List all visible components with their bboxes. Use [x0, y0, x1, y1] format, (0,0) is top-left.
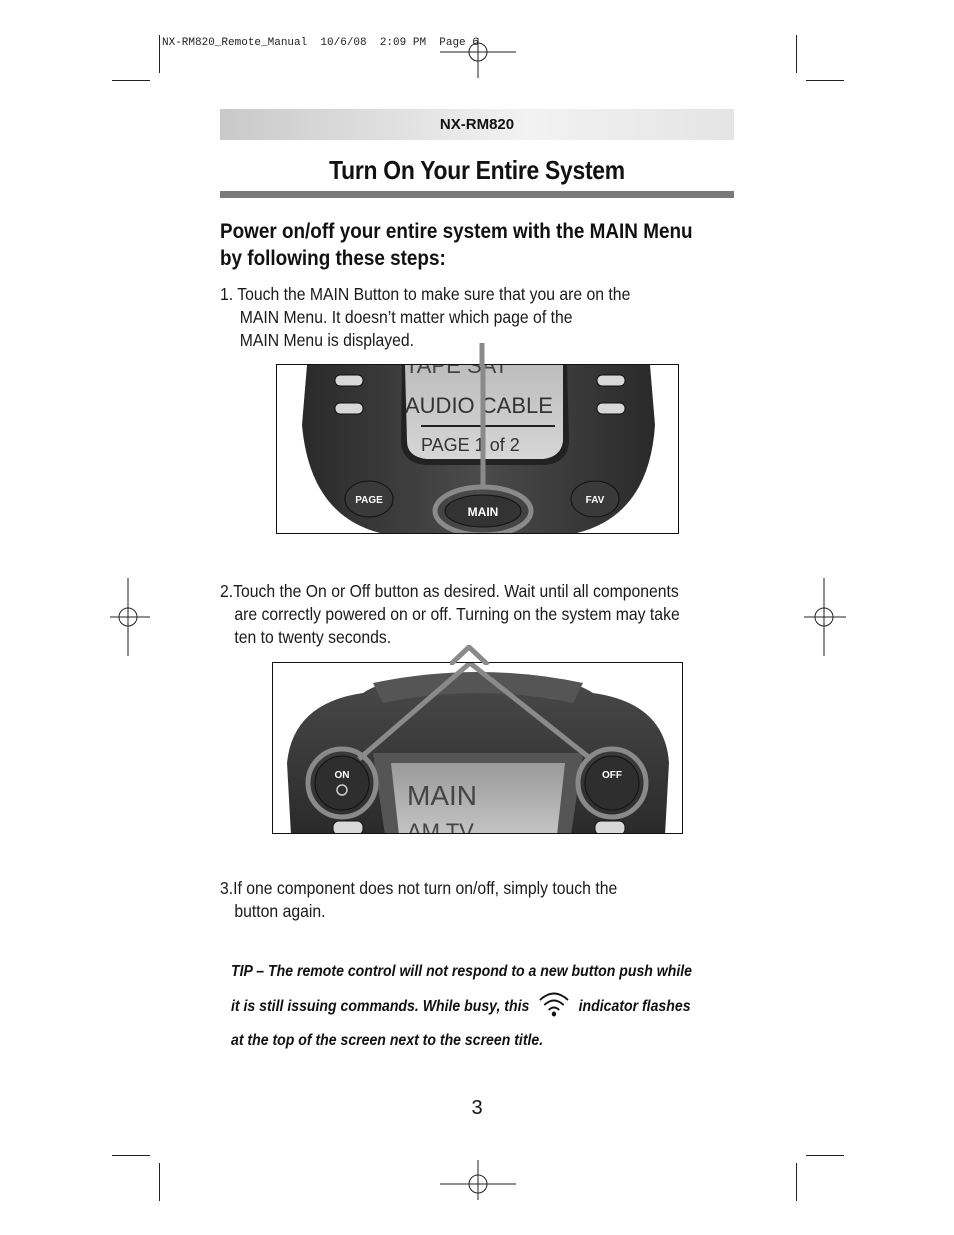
- highlight-ring: [575, 746, 649, 820]
- lcd-text: PAGE 1 of 2: [421, 435, 520, 455]
- side-button: [594, 820, 626, 833]
- tip-text-line: it is still issuing commands. While busy…: [231, 990, 724, 1025]
- crop-mark: [796, 35, 797, 73]
- crop-mark: [112, 1155, 150, 1156]
- step-text: button again.: [234, 901, 326, 921]
- step-3: 3.If one component does not turn on/off,…: [220, 877, 617, 923]
- lcd-title: MAIN: [407, 780, 477, 811]
- highlight-ring: [305, 746, 379, 820]
- main-button: [444, 494, 522, 528]
- registration-mark: [110, 578, 150, 656]
- step-text: are correctly powered on or off. Turning…: [234, 604, 680, 624]
- model-header-bar: NX-RM820: [220, 109, 734, 140]
- page-button-label: PAGE: [355, 495, 383, 506]
- lcd-text: AUDIO CABLE: [405, 393, 553, 418]
- step-text: MAIN Menu. It doesn’t matter which page …: [239, 307, 573, 327]
- registration-mark: [440, 1160, 516, 1200]
- power-icon: [336, 784, 348, 796]
- title-rule: [220, 191, 734, 198]
- side-button: [596, 374, 626, 387]
- model-label: NX-RM820: [439, 116, 515, 133]
- main-button-label: MAIN: [468, 505, 499, 519]
- side-button: [332, 820, 364, 833]
- tip-note: TIP – The remote control will not respon…: [231, 955, 724, 1059]
- callout-line: [450, 645, 490, 665]
- tip-text: at the top of the screen next to the scr…: [231, 1032, 544, 1049]
- registration-mark: [440, 38, 516, 78]
- registration-mark: [804, 578, 846, 656]
- tip-text: indicator flashes: [578, 997, 691, 1015]
- tip-text: TIP – The remote control will not respon…: [231, 963, 693, 980]
- subheading-line: by following these steps:: [220, 247, 446, 270]
- on-button: [314, 755, 370, 811]
- lcd-screen: [391, 763, 565, 833]
- crop-mark: [112, 80, 150, 81]
- remote-photo-main-button: TAPE SAT AUDIO CABLE PAGE 1 of 2 PAGE FA…: [276, 364, 679, 534]
- callout-line: [468, 663, 593, 761]
- lcd-text: TAPE SAT: [405, 365, 508, 378]
- step-text: 2.Touch the On or Off button as desired.…: [220, 581, 679, 601]
- callout-line: [479, 343, 485, 366]
- crop-mark: [806, 1155, 844, 1156]
- remote-photo-on-off-buttons: MAIN AM TV ON OFF: [272, 662, 683, 834]
- crop-mark: [159, 1163, 160, 1201]
- callout-line: [357, 663, 472, 761]
- side-button: [334, 374, 364, 387]
- fav-button-label: FAV: [586, 495, 605, 506]
- step-2: 2.Touch the On or Off button as desired.…: [220, 580, 680, 649]
- print-slug: NX-RM820_Remote_Manual 10/6/08 2:09 PM P…: [162, 37, 479, 49]
- tip-text: it is still issuing commands. While busy…: [231, 997, 530, 1015]
- page-number: 3: [471, 1097, 483, 1119]
- subheading-line: Power on/off your entire system with the…: [220, 220, 693, 243]
- fav-button: [570, 480, 620, 518]
- side-button: [334, 402, 364, 415]
- crop-mark: [796, 1163, 797, 1201]
- step-text: 1. Touch the MAIN Button to make sure th…: [220, 284, 631, 304]
- page-title: Turn On Your Entire System: [329, 155, 625, 185]
- off-button-label: OFF: [602, 770, 622, 781]
- step-text: MAIN Menu is displayed.: [239, 330, 415, 350]
- step-1: 1. Touch the MAIN Button to make sure th…: [220, 283, 630, 352]
- side-button: [596, 402, 626, 415]
- on-button-label: ON: [335, 770, 350, 781]
- page-button: [344, 480, 394, 518]
- busy-signal-icon: [539, 992, 569, 1016]
- off-button: [584, 755, 640, 811]
- crop-mark: [806, 80, 844, 81]
- step-text: ten to twenty seconds.: [234, 627, 392, 647]
- section-subheading: Power on/off your entire system with the…: [220, 218, 706, 272]
- lcd-text: AM TV: [407, 819, 474, 834]
- crop-mark: [159, 35, 160, 73]
- step-text: 3.If one component does not turn on/off,…: [220, 878, 618, 898]
